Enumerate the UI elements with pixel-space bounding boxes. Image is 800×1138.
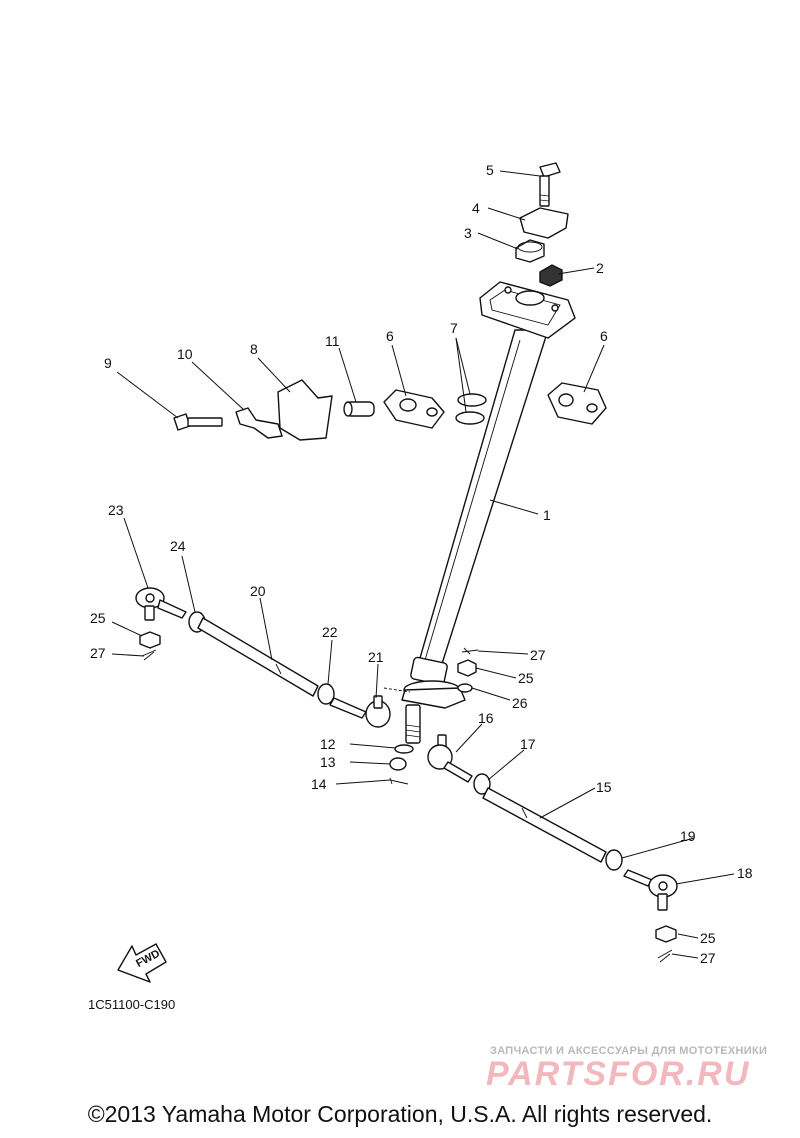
callout-21: 21 <box>368 649 384 665</box>
cotter-pin-part-27-left <box>141 649 157 661</box>
callout-27-right: 27 <box>700 950 716 966</box>
collar-part-3 <box>515 239 545 263</box>
callout-15: 15 <box>596 779 612 795</box>
washer-part-12 <box>394 744 414 754</box>
callout-27-center: 27 <box>530 647 546 663</box>
steering-column-part <box>383 329 549 744</box>
callout-20: 20 <box>250 583 266 599</box>
nut-part-17 <box>473 773 491 795</box>
nut-part-13 <box>389 757 407 771</box>
column-top-bracket-part <box>479 281 576 339</box>
watermark-logo: PARTSFOR.RU <box>486 1055 751 1093</box>
callout-25-left: 25 <box>90 610 106 626</box>
callout-23: 23 <box>108 502 124 518</box>
bolt-part-9 <box>173 413 223 431</box>
tie-rod-end-part-23 <box>135 587 187 621</box>
callout-25-right: 25 <box>700 930 716 946</box>
callout-4: 4 <box>472 200 480 216</box>
leader-lines <box>111 170 735 959</box>
washer-part-26 <box>457 683 473 693</box>
nut-part-25-right <box>655 925 677 943</box>
callout-13: 13 <box>320 754 336 770</box>
callout-2: 2 <box>596 260 604 276</box>
copyright-notice: ©2013 Yamaha Motor Corporation, U.S.A. A… <box>87 1101 713 1127</box>
tie-rod-part-20 <box>197 617 319 697</box>
nut-part-25-left <box>139 631 161 649</box>
callout-22: 22 <box>322 624 338 640</box>
callout-18: 18 <box>737 865 753 881</box>
bolt-part-5 <box>539 162 561 207</box>
callout-12: 12 <box>320 736 336 752</box>
tie-rod-part-15 <box>482 787 607 863</box>
callout-11: 11 <box>325 333 340 349</box>
callout-1: 1 <box>543 507 551 523</box>
callout-9: 9 <box>104 355 112 371</box>
bushing-part-6-right <box>547 382 607 425</box>
callout-16: 16 <box>478 710 494 726</box>
plate-part-8 <box>277 379 333 441</box>
bushing-part-6-center <box>383 389 445 429</box>
callout-14: 14 <box>311 776 327 792</box>
tie-rod-end-part-18 <box>623 869 678 911</box>
nut-part-19 <box>605 849 623 871</box>
cotter-pin-part-14 <box>389 777 409 785</box>
callout-17: 17 <box>520 736 536 752</box>
callout-3: 3 <box>464 225 472 241</box>
cotter-pin-part-27-center <box>461 647 479 655</box>
drawing-code: 1C51100-C190 <box>88 997 176 1012</box>
callout-8: 8 <box>250 341 258 357</box>
nut-part-25-center <box>457 659 477 677</box>
callout-numbers: 1 2 3 4 5 6 6 7 8 9 10 11 12 13 14 15 16… <box>90 162 753 966</box>
fwd-arrow-icon: FWD <box>117 943 167 983</box>
watermark-caption: ЗАПЧАСТИ И АКСЕССУАРЫ ДЛЯ МОТОТЕХНИКИ <box>490 1045 768 1057</box>
callout-6-right: 6 <box>600 328 608 344</box>
cotter-pin-part-27-right <box>657 949 673 963</box>
nut-part-22 <box>317 683 335 705</box>
callout-24: 24 <box>170 538 186 554</box>
callout-27-left: 27 <box>90 645 106 661</box>
callout-26: 26 <box>512 695 528 711</box>
callout-6-center: 6 <box>386 328 394 344</box>
callout-19: 19 <box>680 828 696 844</box>
collar-part-11 <box>343 401 375 417</box>
cap-part-2 <box>539 264 563 287</box>
lock-washer-part-10 <box>235 407 283 439</box>
clamp-part-4 <box>519 207 569 239</box>
ring-part-7 <box>455 393 487 425</box>
callout-5: 5 <box>486 162 494 178</box>
callout-7: 7 <box>450 320 458 336</box>
tie-rod-end-part-21 <box>329 695 391 728</box>
callout-25-center: 25 <box>518 670 534 686</box>
callout-10: 10 <box>177 346 193 362</box>
tie-rod-end-part-16 <box>427 734 473 783</box>
